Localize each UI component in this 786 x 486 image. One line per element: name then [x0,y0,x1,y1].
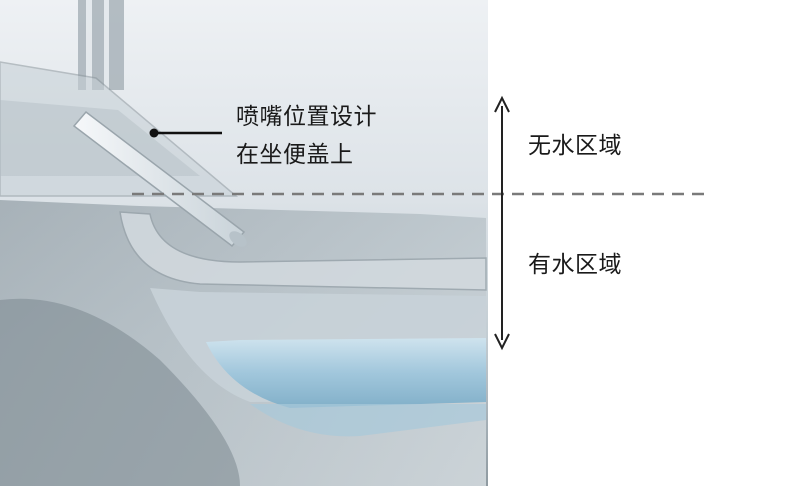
dry-zone-label: 无水区域 [528,133,622,159]
toilet-rim [119,211,487,291]
callout-label-line1: 喷嘴位置设计 [236,104,377,130]
tank-pipe [78,0,124,90]
zone-arrow [494,95,510,351]
wet-zone-label: 有水区域 [528,252,622,278]
callout-dot [149,128,159,138]
nozzle [72,110,247,248]
bowl-water [206,338,486,408]
callout-label-line2: 在坐便盖上 [236,142,354,168]
